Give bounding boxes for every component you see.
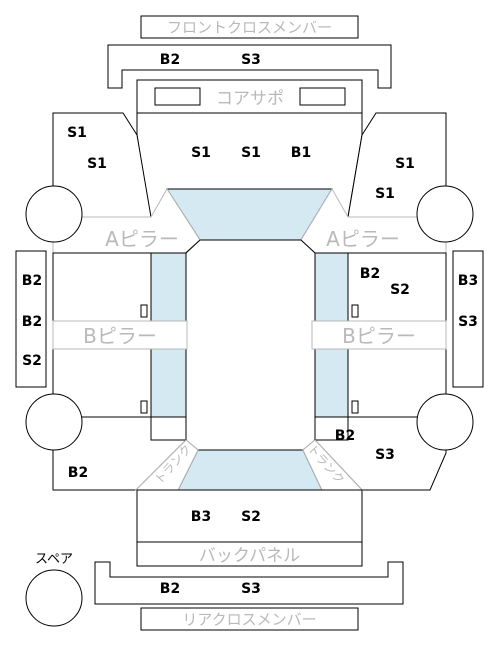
side-right-grade-1: B3 xyxy=(458,273,478,289)
core-support-slot-right xyxy=(299,87,346,106)
front-right-door-handle xyxy=(351,304,359,318)
back-panel-label: バックパネル xyxy=(199,546,300,566)
front-cross-member-bracket xyxy=(107,44,392,89)
front-right-wheel xyxy=(416,185,474,243)
rear-right-door-handle xyxy=(351,400,359,414)
front-cross-member-grade-2: S3 xyxy=(241,52,261,68)
front-left-wheel xyxy=(25,185,83,243)
b-pillar-left-label: Bピラー xyxy=(83,324,157,348)
front-center-grade-1: S1 xyxy=(191,145,211,161)
front-left-grade-top: S1 xyxy=(67,125,87,141)
b-pillar-right xyxy=(311,320,447,350)
b-pillar-left xyxy=(52,320,188,350)
side-right-grade-2: S3 xyxy=(458,314,478,330)
trunk-lid xyxy=(136,489,363,543)
side-left-grade-2: B2 xyxy=(22,314,42,330)
front-center-grade-3: B1 xyxy=(291,145,311,161)
front-cross-member-label-box xyxy=(140,15,359,39)
roof-panel xyxy=(185,239,316,451)
mid-right-grade-2: S2 xyxy=(390,282,410,298)
spare-label: スペア xyxy=(35,552,73,567)
front-cross-member-label: フロントクロスメンバー xyxy=(167,19,332,37)
front-left-grade-bottom: S1 xyxy=(87,156,107,172)
spare-tire xyxy=(25,569,83,627)
rear-cross-member-label: リアクロスメンバー xyxy=(182,611,316,629)
front-left-door xyxy=(52,252,152,322)
a-pillar-left-label: Aピラー xyxy=(105,227,179,251)
core-support-label: コアサポ xyxy=(216,89,284,109)
rear-right-grade-2: S3 xyxy=(375,447,395,463)
mid-right-grade-1: B2 xyxy=(360,266,380,282)
side-left-grade-3: S2 xyxy=(22,353,42,369)
back-panel xyxy=(136,541,363,567)
front-left-door-handle xyxy=(140,304,148,318)
core-support-slot-left xyxy=(154,87,201,106)
rear-center-grade-1: B3 xyxy=(191,509,211,525)
rear-left-door-handle xyxy=(140,400,148,414)
a-pillar-right-label: Aピラー xyxy=(326,227,400,251)
front-right-grade-bottom: S1 xyxy=(375,186,395,202)
side-right-rail xyxy=(452,250,484,388)
rear-cross-member-grade-1: B2 xyxy=(160,581,180,597)
b-pillar-right-label: Bピラー xyxy=(342,324,416,348)
side-left-grade-1: B2 xyxy=(22,273,42,289)
rear-cross-member-bracket xyxy=(94,561,404,605)
rear-left-wheel xyxy=(25,393,83,451)
front-cross-member-grade-1: B2 xyxy=(160,52,180,68)
rear-cross-member-label-box xyxy=(140,607,359,631)
rear-right-grade-1: B2 xyxy=(335,428,355,444)
side-left-rail xyxy=(15,250,47,388)
front-right-grade-top: S1 xyxy=(395,156,415,172)
front-center-grade-2: S1 xyxy=(241,145,261,161)
rear-window xyxy=(177,449,323,491)
rear-cross-member-grade-2: S3 xyxy=(241,581,261,597)
rear-left-grade: B2 xyxy=(68,465,88,481)
rear-center-grade-2: S2 xyxy=(241,509,261,525)
rear-left-door xyxy=(52,348,152,418)
rear-right-wheel xyxy=(416,393,474,451)
